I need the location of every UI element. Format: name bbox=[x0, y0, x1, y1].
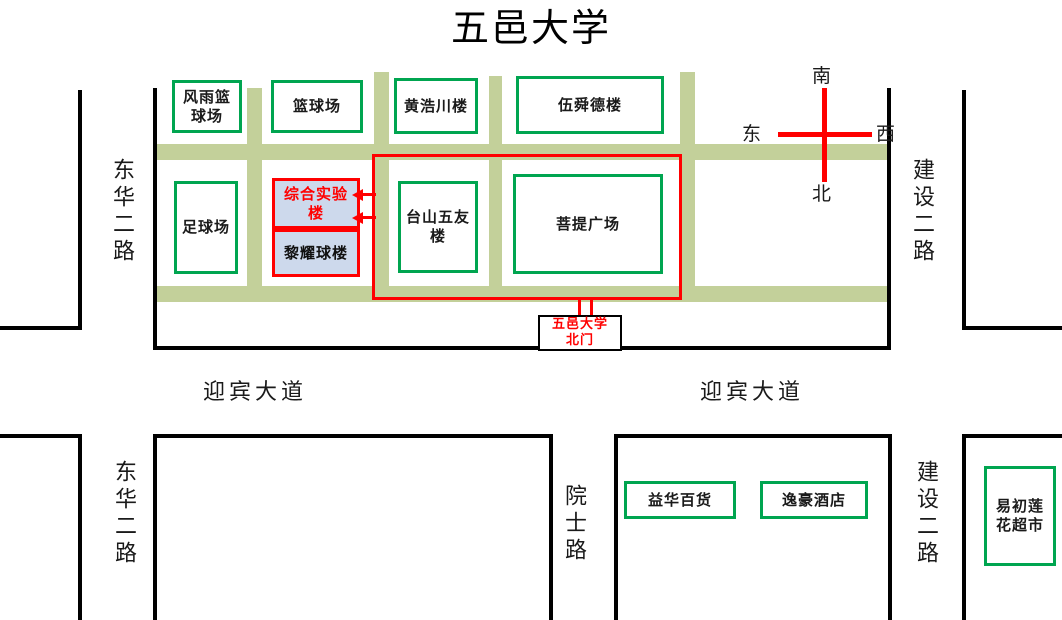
route-arrow-stub-lower bbox=[360, 216, 376, 219]
compass-label-top: 南 bbox=[812, 65, 832, 87]
campus-road-horizontal-upper bbox=[157, 144, 887, 160]
facility-label: 黄浩川楼 bbox=[403, 96, 468, 115]
campus-road-horizontal-lower bbox=[157, 286, 887, 302]
route-segment-top bbox=[372, 154, 682, 157]
campus-road-vertical-4 bbox=[680, 72, 695, 302]
block-outline-upper-left-vertical bbox=[78, 90, 82, 330]
compass-label-right: 西 bbox=[876, 123, 896, 145]
block-outline-lower-mid-left-vertical bbox=[153, 434, 157, 620]
shop-label: 逸豪酒店 bbox=[781, 490, 846, 509]
block-outline-lower-mid-top bbox=[153, 434, 553, 438]
facility-wushunde-building[interactable]: 伍舜德楼 bbox=[516, 76, 664, 134]
route-segment-gate-branch-left bbox=[578, 297, 581, 325]
street-label-donghua-er-lu-top: 东华二路 bbox=[109, 158, 134, 266]
block-outline-lower-left-top bbox=[0, 434, 82, 438]
block-outline-commercial-left-vertical bbox=[614, 434, 618, 620]
compass-label-bottom: 北 bbox=[812, 183, 832, 205]
shop-yihua-department-store[interactable]: 益华百货 bbox=[624, 481, 736, 519]
facility-label: 篮球场 bbox=[292, 97, 341, 115]
shop-yihao-hotel[interactable]: 逸豪酒店 bbox=[760, 481, 868, 519]
route-arrow-head-upper-icon bbox=[352, 189, 363, 201]
street-label-yingbin-dadao-right: 迎宾大道 bbox=[700, 380, 805, 405]
block-outline-lower-left-vertical bbox=[78, 434, 82, 620]
facility-liyaoqiu-building[interactable]: 黎耀球楼 bbox=[272, 229, 360, 277]
campus-block-right-border bbox=[887, 88, 891, 350]
facility-label: 黎耀球楼 bbox=[283, 243, 348, 262]
street-label-jianshe-er-lu-bottom: 建设二路 bbox=[913, 460, 938, 568]
block-outline-commercial-right-vertical bbox=[888, 434, 892, 620]
route-segment-left-vertical bbox=[372, 154, 375, 300]
compass-rose: 南 北 东 西 bbox=[742, 66, 895, 205]
facility-label: 风雨篮 球场 bbox=[182, 87, 231, 125]
campus-block-bottom-border bbox=[153, 346, 891, 350]
gate-label: 五邑大学 北门 bbox=[551, 317, 608, 348]
street-label-yuanshi-lu: 院士路 bbox=[561, 484, 586, 565]
route-segment-gate-branch-top bbox=[578, 297, 593, 300]
campus-block-left-border bbox=[153, 88, 157, 350]
facility-comprehensive-lab-building[interactable]: 综合实验 楼 bbox=[272, 178, 360, 229]
shop-label: 易初莲 花超市 bbox=[995, 497, 1044, 534]
route-segment-bottom bbox=[372, 297, 682, 300]
facility-label: 台山五友 楼 bbox=[405, 208, 470, 245]
street-label-yingbin-dadao-left: 迎宾大道 bbox=[203, 380, 308, 405]
facility-football-field[interactable]: 足球场 bbox=[174, 181, 238, 274]
shop-yichulianhua-supermarket[interactable]: 易初莲 花超市 bbox=[984, 466, 1056, 566]
facility-taishan-wuyou-building[interactable]: 台山五友 楼 bbox=[398, 181, 478, 273]
campus-road-vertical-1 bbox=[247, 88, 262, 302]
facility-basketball-court[interactable]: 篮球场 bbox=[271, 80, 363, 133]
facility-label: 足球场 bbox=[181, 218, 230, 236]
street-label-donghua-er-lu-bottom: 东华二路 bbox=[111, 460, 136, 568]
shop-label: 益华百货 bbox=[647, 490, 712, 509]
facility-label: 伍舜德楼 bbox=[557, 95, 622, 114]
block-outline-lower-mid-right-vertical bbox=[549, 434, 553, 620]
facility-fengyu-basketball-court[interactable]: 风雨篮 球场 bbox=[172, 80, 242, 133]
facility-north-gate[interactable]: 五邑大学 北门 bbox=[538, 315, 622, 351]
block-outline-far-right-top bbox=[962, 434, 1062, 438]
block-outline-commercial-top bbox=[614, 434, 892, 438]
facility-huanghaochuan-building[interactable]: 黄浩川楼 bbox=[394, 78, 478, 134]
campus-road-vertical-2 bbox=[374, 72, 389, 302]
facility-puti-square[interactable]: 菩提广场 bbox=[513, 174, 663, 274]
route-segment-right-vertical bbox=[679, 154, 682, 300]
compass-label-left: 东 bbox=[742, 123, 762, 145]
campus-road-vertical-3 bbox=[489, 76, 502, 302]
compass-bar-vertical-icon bbox=[822, 88, 827, 182]
facility-label: 综合实验 楼 bbox=[283, 184, 348, 222]
route-arrow-head-lower-icon bbox=[352, 212, 363, 224]
page-title: 五邑大学 bbox=[450, 6, 611, 50]
route-segment-gate-branch-right bbox=[590, 297, 593, 325]
block-outline-upper-right-vertical bbox=[962, 90, 966, 330]
facility-label: 菩提广场 bbox=[555, 214, 620, 233]
block-outline-upper-left-bottom bbox=[0, 326, 82, 330]
route-arrow-stub-upper bbox=[360, 193, 376, 196]
block-outline-upper-right-bottom bbox=[962, 326, 1062, 330]
street-label-jianshe-er-lu-top: 建设二路 bbox=[909, 158, 934, 266]
block-outline-far-right-vertical bbox=[962, 434, 966, 620]
